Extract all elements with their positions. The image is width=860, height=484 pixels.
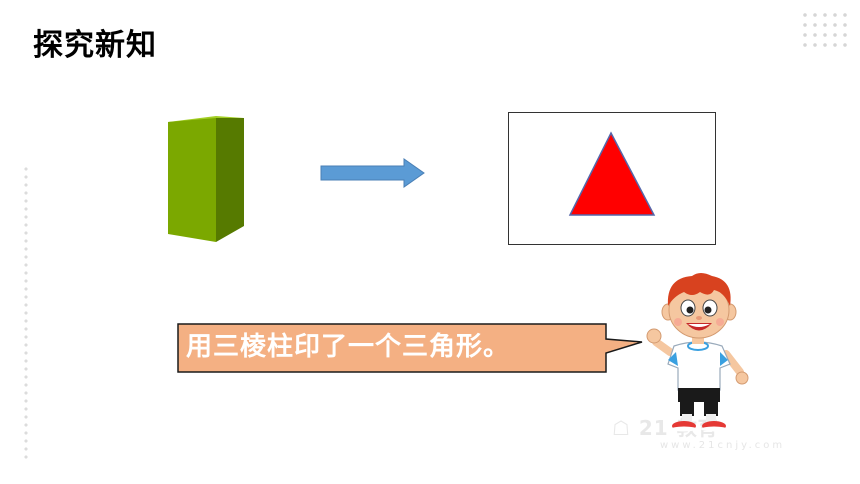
decorative-dot-line: [23, 165, 29, 460]
triangle-icon: [568, 131, 656, 216]
speech-bubble: [177, 323, 643, 373]
prism-front-face: [168, 118, 216, 242]
prism-side-face: [216, 118, 244, 242]
speech-bubble-text: 用三棱柱印了一个三角形。: [186, 332, 511, 362]
watermark: ☖ 21 教育: [612, 416, 719, 440]
right-arrow-icon: [320, 158, 425, 188]
cartoon-boy: [646, 273, 749, 432]
page-title: 探究新知: [33, 28, 157, 63]
decorative-dot-grid: [800, 10, 850, 52]
triangular-prism-icon: [168, 116, 244, 242]
watermark-sub: www.21cnjy.com: [660, 440, 786, 451]
